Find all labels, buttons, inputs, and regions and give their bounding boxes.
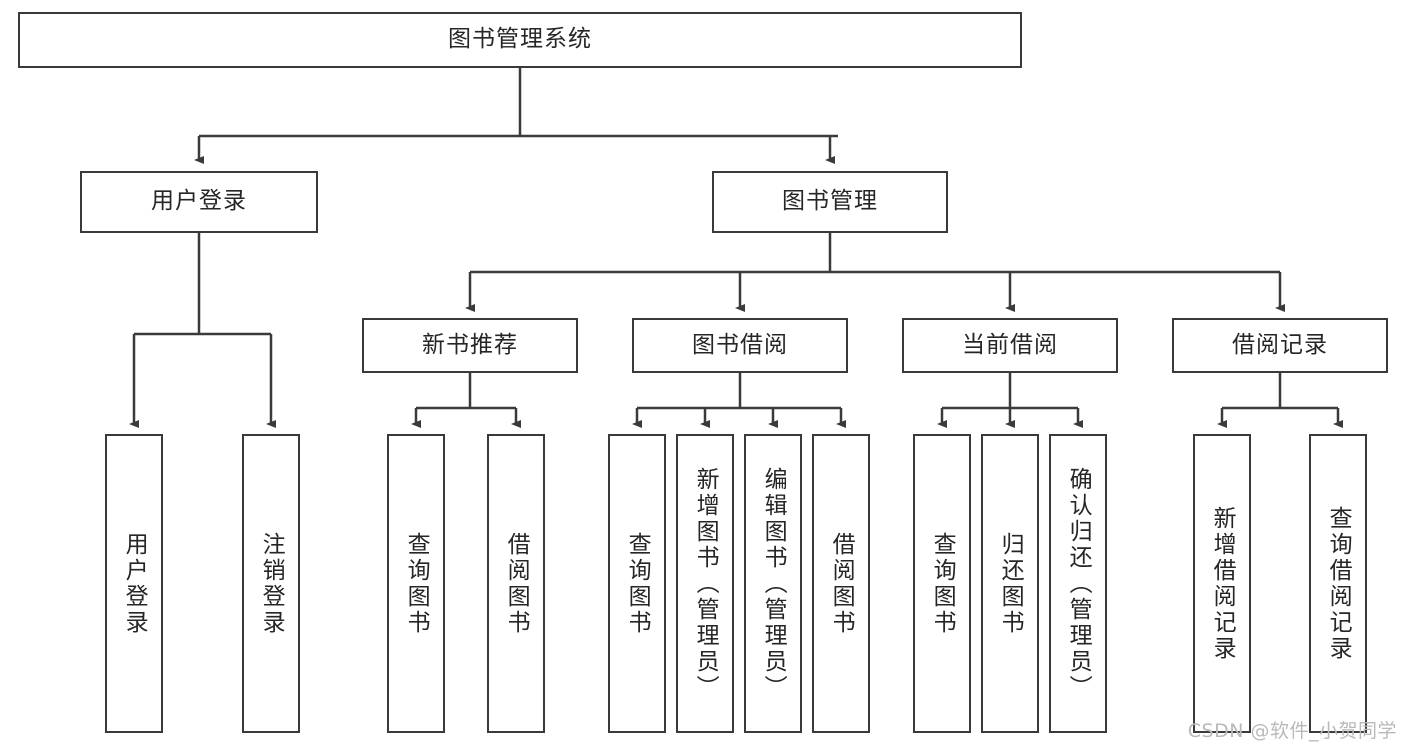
node-label: 新增图书（管理员） [692, 466, 719, 701]
node-book-borrow[interactable]: 图书借阅 [632, 318, 848, 373]
node-root-library-system[interactable]: 图书管理系统 [18, 12, 1022, 68]
leaf-book-borrow-edit[interactable]: 编辑图书（管理员） [744, 434, 802, 733]
node-label: 图书管理系统 [448, 26, 592, 53]
node-label: 查询图书 [624, 531, 651, 636]
leaf-new-book-query[interactable]: 查询图书 [387, 434, 445, 733]
leaf-current-borrow-query[interactable]: 查询图书 [913, 434, 971, 733]
leaf-current-borrow-return[interactable]: 归还图书 [981, 434, 1039, 733]
leaf-book-borrow-add[interactable]: 新增图书（管理员） [676, 434, 734, 733]
node-user-login[interactable]: 用户登录 [80, 171, 318, 233]
leaf-user-login-logout[interactable]: 注销登录 [242, 434, 300, 733]
node-book-management[interactable]: 图书管理 [712, 171, 948, 233]
leaf-current-borrow-confirm-return[interactable]: 确认归还（管理员） [1049, 434, 1107, 733]
leaf-new-book-borrow[interactable]: 借阅图书 [487, 434, 545, 733]
node-new-book-recommend[interactable]: 新书推荐 [362, 318, 578, 373]
node-current-borrow[interactable]: 当前借阅 [902, 318, 1118, 373]
node-label: 新书推荐 [422, 331, 518, 358]
node-label: 图书借阅 [692, 331, 788, 358]
node-label: 用户登录 [151, 188, 247, 215]
node-label: 查询图书 [929, 531, 956, 636]
node-label: 用户登录 [121, 531, 148, 636]
node-label: 借阅图书 [828, 531, 855, 636]
csdn-watermark: CSDN @软件_小贺同学 [1187, 720, 1397, 742]
leaf-borrow-record-query[interactable]: 查询借阅记录 [1309, 434, 1367, 733]
node-label: 查询借阅记录 [1325, 505, 1352, 662]
leaf-user-login-login[interactable]: 用户登录 [105, 434, 163, 733]
node-label: 新增借阅记录 [1209, 505, 1236, 662]
leaf-book-borrow-query[interactable]: 查询图书 [608, 434, 666, 733]
node-label: 图书管理 [782, 188, 878, 215]
node-label: 确认归还（管理员） [1065, 466, 1092, 701]
leaf-borrow-record-add[interactable]: 新增借阅记录 [1193, 434, 1251, 733]
node-label: 当前借阅 [962, 331, 1058, 358]
node-label: 归还图书 [997, 531, 1024, 636]
node-label: 借阅图书 [503, 531, 530, 636]
node-label: 查询图书 [403, 531, 430, 636]
node-label: 借阅记录 [1232, 331, 1328, 358]
node-label: 编辑图书（管理员） [760, 466, 787, 701]
leaf-book-borrow-borrow[interactable]: 借阅图书 [812, 434, 870, 733]
node-borrow-record[interactable]: 借阅记录 [1172, 318, 1388, 373]
node-label: 注销登录 [258, 531, 285, 636]
